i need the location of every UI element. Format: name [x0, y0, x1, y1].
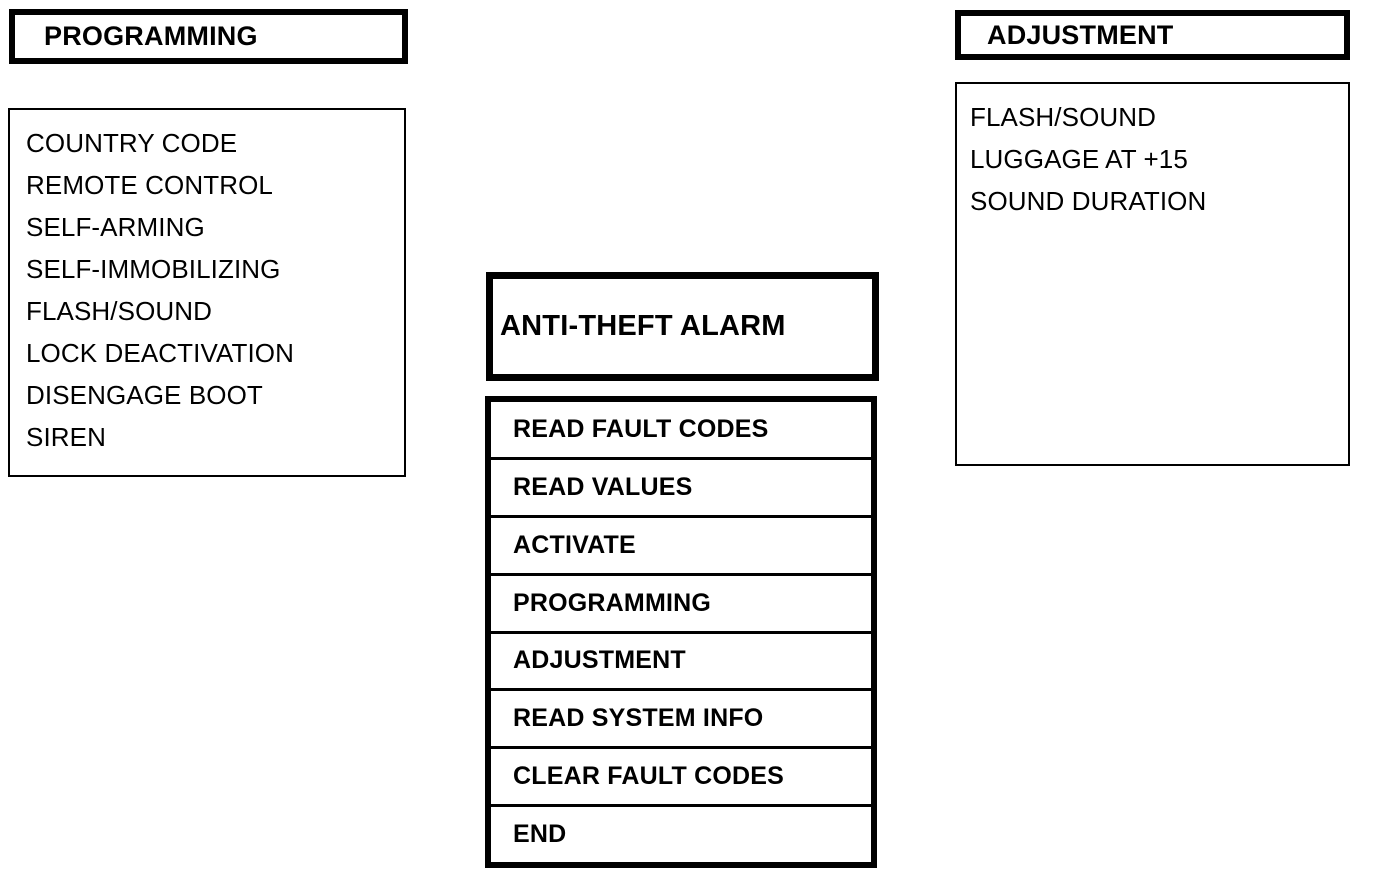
anti-theft-alarm-header-label: ANTI-THEFT ALARM — [500, 310, 786, 342]
menu-item-programming[interactable]: PROGRAMMING — [491, 575, 871, 634]
anti-theft-alarm-menu-box: READ FAULT CODES READ VALUES ACTIVATE PR… — [485, 396, 877, 868]
list-item[interactable]: LOCK DEACTIVATION — [26, 338, 294, 368]
menu-item-end[interactable]: END — [491, 807, 871, 862]
list-item[interactable]: REMOTE CONTROL — [26, 170, 273, 200]
list-item[interactable]: FLASH/SOUND — [970, 102, 1157, 132]
menu-item-label: ACTIVATE — [513, 530, 636, 559]
menu-item-clear-fault-codes[interactable]: CLEAR FAULT CODES — [491, 749, 871, 808]
menu-item-read-fault-codes[interactable]: READ FAULT CODES — [491, 402, 871, 460]
list-item[interactable]: DISENGAGE BOOT — [26, 380, 263, 410]
adjustment-header-label: ADJUSTMENT — [987, 19, 1174, 50]
menu-item-label: PROGRAMMING — [513, 588, 712, 617]
menu-item-read-values[interactable]: READ VALUES — [491, 459, 871, 518]
menu-item-label: READ VALUES — [513, 472, 693, 501]
menu-item-label: ADJUSTMENT — [513, 646, 686, 675]
programming-header-label: PROGRAMMING — [44, 21, 258, 51]
list-item[interactable]: SELF-ARMING — [26, 212, 205, 242]
menu-item-activate[interactable]: ACTIVATE — [491, 517, 871, 576]
programming-list-box: COUNTRY CODE REMOTE CONTROL SELF-ARMING … — [8, 108, 406, 477]
list-item[interactable]: FLASH/SOUND — [26, 296, 213, 326]
adjustment-list-box: FLASH/SOUND LUGGAGE AT +15 SOUND DURATIO… — [955, 82, 1350, 466]
adjustment-header-box: ADJUSTMENT — [955, 10, 1350, 60]
list-item[interactable]: SELF-IMMOBILIZING — [26, 254, 281, 284]
programming-header-box: PROGRAMMING — [9, 9, 408, 64]
menu-item-label: READ FAULT CODES — [513, 414, 769, 443]
menu-item-label: READ SYSTEM INFO — [513, 704, 764, 733]
anti-theft-alarm-header-box: ANTI-THEFT ALARM — [486, 272, 879, 381]
menu-item-label: END — [513, 820, 567, 849]
menu-item-read-system-info[interactable]: READ SYSTEM INFO — [491, 691, 871, 750]
list-item[interactable]: SIREN — [26, 422, 106, 452]
list-item[interactable]: SOUND DURATION — [970, 186, 1207, 216]
list-item[interactable]: LUGGAGE AT +15 — [970, 144, 1188, 174]
menu-item-adjustment[interactable]: ADJUSTMENT — [491, 633, 871, 692]
menu-item-label: CLEAR FAULT CODES — [513, 762, 784, 791]
list-item[interactable]: COUNTRY CODE — [26, 128, 238, 158]
